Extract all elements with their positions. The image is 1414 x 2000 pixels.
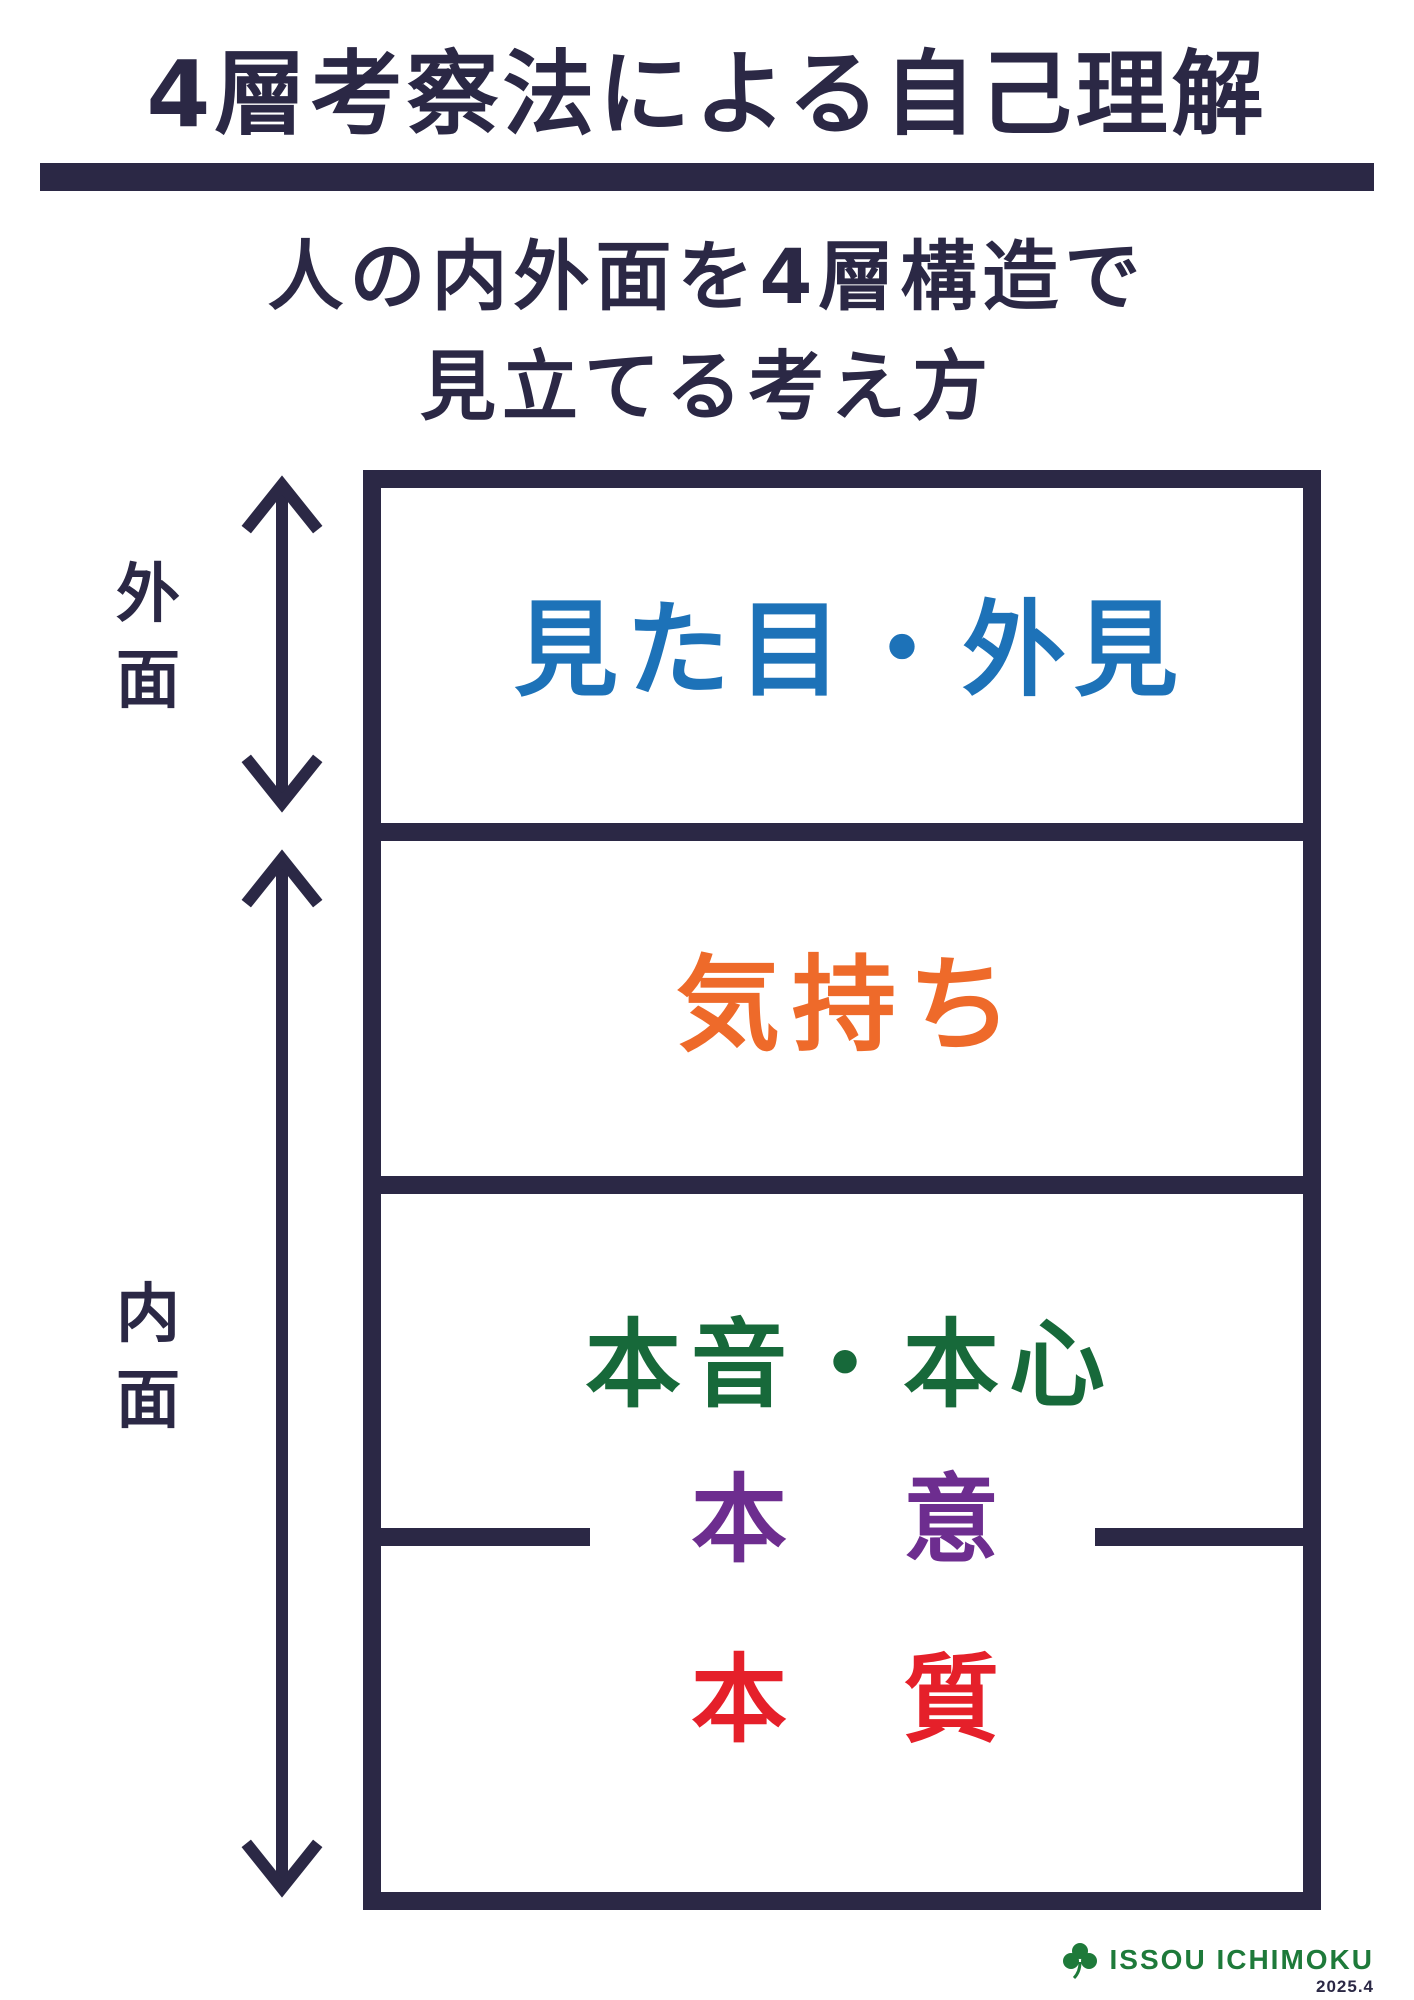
inner-label-char-2: 面 (116, 1364, 180, 1438)
layer-feelings: 気持ち (675, 944, 1024, 1066)
subtitle: 人の内外面を4層構造で 見立てる考え方 (100, 222, 1314, 442)
clover-icon (1062, 1943, 1097, 1980)
brand: ISSOU ICHIMOKU (1060, 1940, 1374, 1980)
brand-name: ISSOU ICHIMOKU (1109, 1944, 1374, 1975)
layer-essence: 本 質 (691, 1644, 1009, 1756)
layer-appearance: 見た目・外見 (513, 589, 1186, 711)
inner-side-label: 内 面 (108, 1275, 188, 1441)
subtitle-line-1: 人の内外面を4層構造で (267, 232, 1147, 321)
page-title: 4層考察法による自己理解 (146, 41, 1268, 148)
inner-range-arrow (241, 849, 323, 1898)
outer-range-arrow (241, 475, 323, 813)
outer-label-char-2: 面 (116, 644, 180, 718)
subtitle-line-2: 見立てる考え方 (420, 342, 994, 431)
date-label: 2025.4 (1316, 1977, 1374, 1996)
title-underline (40, 163, 1374, 191)
outer-side-label: 外 面 (108, 555, 188, 721)
outer-label-char-1: 外 (116, 558, 180, 632)
inner-label-char-1: 内 (116, 1278, 180, 1352)
layer-true-feelings: 本音・本心 (585, 1309, 1115, 1421)
layer-intent: 本 意 (691, 1464, 1009, 1576)
